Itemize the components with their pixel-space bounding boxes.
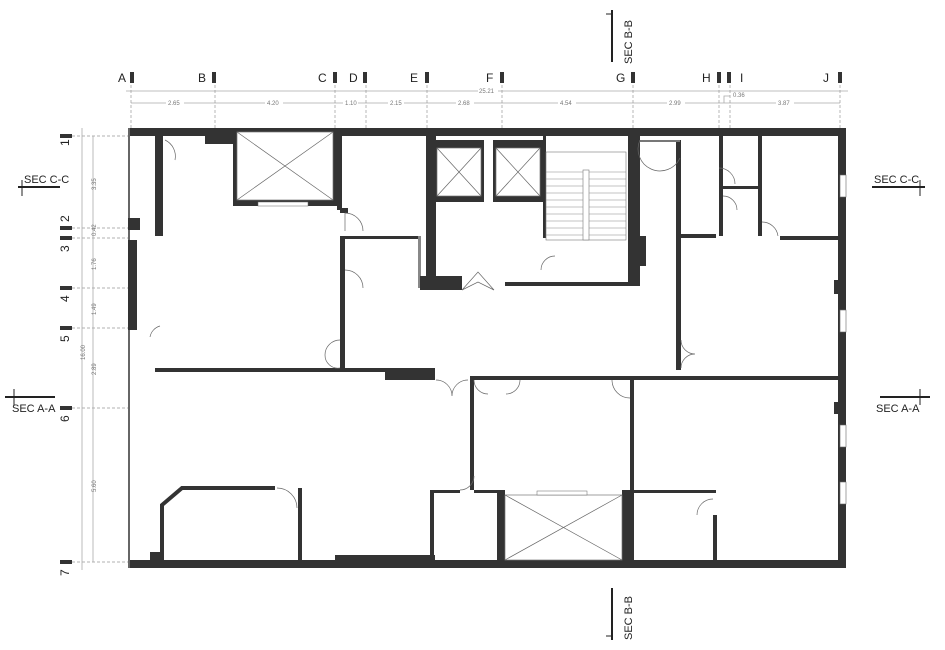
section-a-a-right-label: SEC A-A — [876, 403, 920, 415]
grid-label-3: 3 — [58, 245, 72, 252]
grid-marker — [717, 72, 721, 83]
section-b-b-bottom-label: SEC B-B — [623, 596, 635, 640]
grid-label-j: J — [823, 71, 829, 85]
dim-e-f: 2.68 — [458, 101, 470, 107]
grid-marker — [363, 72, 367, 83]
section-c-c-right-marker: SEC C-C — [872, 174, 925, 196]
section-b-b-top-marker: SEC B-B — [606, 10, 635, 64]
grid-label-e: E — [410, 71, 418, 85]
section-markers: SEC B-B SEC B-B SEC C-C SEC C-C SEC A-A … — [5, 10, 930, 640]
grid-label-h: H — [702, 71, 711, 85]
grid-label-6: 6 — [58, 415, 72, 422]
grid-marker — [727, 72, 731, 83]
stair — [545, 151, 627, 241]
dim-1-2: 3.35 — [92, 178, 98, 190]
grid-marker — [425, 72, 429, 83]
grid-label-4: 4 — [58, 295, 72, 302]
dim-h-i: 0.36 — [733, 93, 745, 99]
dim-6-7: 5.60 — [92, 480, 98, 492]
grid-marker — [130, 72, 134, 83]
dim-3-4: 1.76 — [92, 258, 98, 270]
section-a-a-left-label: SEC A-A — [12, 403, 56, 415]
elevator-1 — [434, 140, 484, 202]
elevator-2 — [493, 140, 543, 202]
grid-label-g: G — [616, 71, 625, 85]
grid-label-c: C — [318, 71, 327, 85]
dim-2-3: 0.42 — [92, 224, 98, 236]
section-b-b-top-label: SEC B-B — [623, 20, 635, 64]
bottom-exterior-wall — [128, 560, 846, 568]
shaft-bottom — [504, 490, 623, 561]
dim-5-6: 2.89 — [92, 363, 98, 375]
grid-label-f: F — [486, 71, 493, 85]
dim-4-5: 1.49 — [92, 303, 98, 315]
dim-c-d: 1.10 — [345, 101, 357, 107]
left-exterior-wall — [128, 128, 130, 568]
grid-marker — [631, 72, 635, 83]
right-exterior-wall — [838, 128, 846, 568]
grid-label-5: 5 — [58, 335, 72, 342]
section-c-c-right-label: SEC C-C — [874, 174, 919, 186]
top-exterior-wall — [128, 128, 846, 136]
section-b-b-bottom-marker: SEC B-B — [606, 588, 635, 640]
grid-columns: A B C D E F G H I J — [118, 71, 842, 85]
grid-marker — [212, 72, 216, 83]
grid-label-a: A — [118, 71, 126, 85]
section-a-a-right-marker: SEC A-A — [876, 389, 930, 415]
elevator-shafts — [233, 128, 623, 561]
grid-label-i: I — [740, 71, 743, 85]
section-a-a-left-marker: SEC A-A — [5, 389, 56, 415]
grid-label-7: 7 — [58, 569, 72, 576]
section-c-c-left-marker: SEC C-C — [18, 174, 69, 196]
doors — [149, 139, 779, 516]
overall-width-label: 25.21 — [479, 89, 495, 95]
section-c-c-left-label: SEC C-C — [24, 174, 69, 186]
grid-marker — [838, 72, 842, 83]
grid-label-2: 2 — [58, 215, 72, 222]
dim-i-j: 3.87 — [778, 101, 790, 107]
shaft-top — [233, 128, 337, 207]
overall-height-label: 16.00 — [81, 344, 87, 360]
grid-rows: 1 2 3 4 5 6 7 16.00 3.35 0.42 1.76 1.49 … — [58, 128, 128, 576]
walls — [128, 128, 846, 568]
dim-f-g: 4.54 — [560, 101, 572, 107]
grid-label-b: B — [198, 71, 206, 85]
grid-marker — [333, 72, 337, 83]
grid-marker — [500, 72, 504, 83]
dim-b-c: 4.20 — [267, 101, 279, 107]
windows — [839, 174, 847, 505]
top-dimensions: 25.21 2.65 4.20 1.10 2.15 2.68 4.54 2.99… — [126, 85, 848, 130]
dim-d-e: 2.15 — [390, 101, 402, 107]
grid-label-d: D — [349, 71, 358, 85]
grid-label-1: 1 — [58, 139, 72, 146]
dim-a-b: 2.65 — [168, 101, 180, 107]
dim-g-h: 2.99 — [669, 101, 681, 107]
